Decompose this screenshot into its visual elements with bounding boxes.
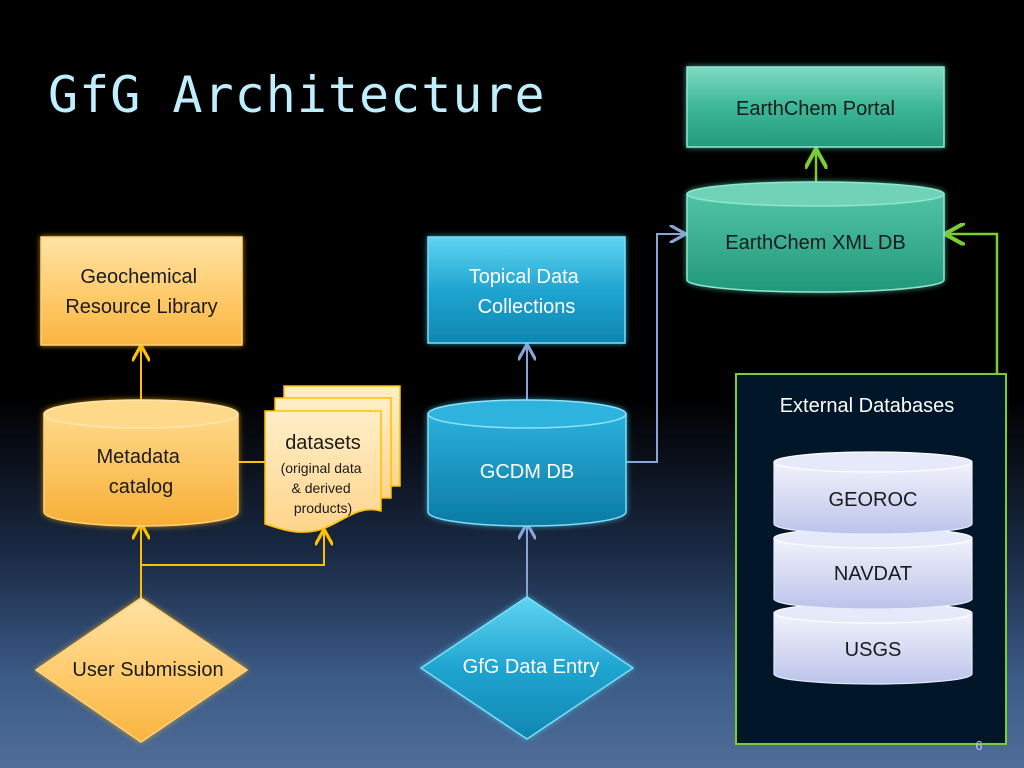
earthchem-portal-box (686, 66, 945, 148)
navdat-label: NAVDAT (834, 563, 912, 585)
metadata-catalog-cylinder (43, 399, 239, 527)
datasets-caption: (original data & derived products) (281, 460, 366, 516)
geochemical-resource-library-box (40, 236, 243, 346)
external-databases-title: External Databases (780, 395, 955, 417)
metadata-catalog-label: Metadata catalog (97, 446, 186, 498)
metadata-catalog-line-2: catalog (109, 476, 174, 498)
topical-data-collections-line-1: Topical Data (469, 266, 580, 288)
usgs-label: USGS (845, 639, 902, 661)
geochemical-resource-library-line-2: Resource Library (65, 296, 217, 318)
datasets-title: datasets (285, 432, 361, 454)
datasets-document-stack (264, 385, 401, 533)
earthchem-xml-db-cylinder (686, 181, 945, 293)
topical-data-collections-box (427, 236, 626, 344)
gfg-data-entry-diamond (419, 596, 635, 740)
arrow-submission-to-datasets (141, 531, 324, 566)
gcdm-db-cylinder (427, 399, 627, 527)
datasets-caption-line-2: & derived (291, 480, 350, 496)
datasets-caption-line-1: (original data (281, 460, 362, 476)
user-submission-label: User Submission (72, 659, 223, 681)
georoc-cylinder (773, 451, 973, 535)
arrow-gcdm-to-xml-db (626, 234, 684, 463)
datasets-caption-line-3: products) (294, 500, 352, 516)
georoc-label: GEOROC (829, 489, 918, 511)
gfg-data-entry-label: GfG Data Entry (463, 656, 600, 678)
earthchem-portal-label: EarthChem Portal (736, 98, 895, 120)
topical-data-collections-label: Topical Data Collections (469, 266, 585, 318)
page-number: 6 (975, 738, 982, 753)
user-submission-diamond (34, 597, 249, 743)
geochemical-resource-library-line-1: Geochemical (80, 266, 197, 288)
slide-title: GfG Architecture (48, 66, 546, 124)
earthchem-xml-db-label: EarthChem XML DB (725, 232, 905, 254)
geochemical-resource-library-label: Geochemical Resource Library (65, 266, 217, 318)
gcdm-db-label: GCDM DB (480, 461, 574, 483)
topical-data-collections-line-2: Collections (478, 296, 576, 318)
metadata-catalog-line-1: Metadata (97, 446, 181, 468)
